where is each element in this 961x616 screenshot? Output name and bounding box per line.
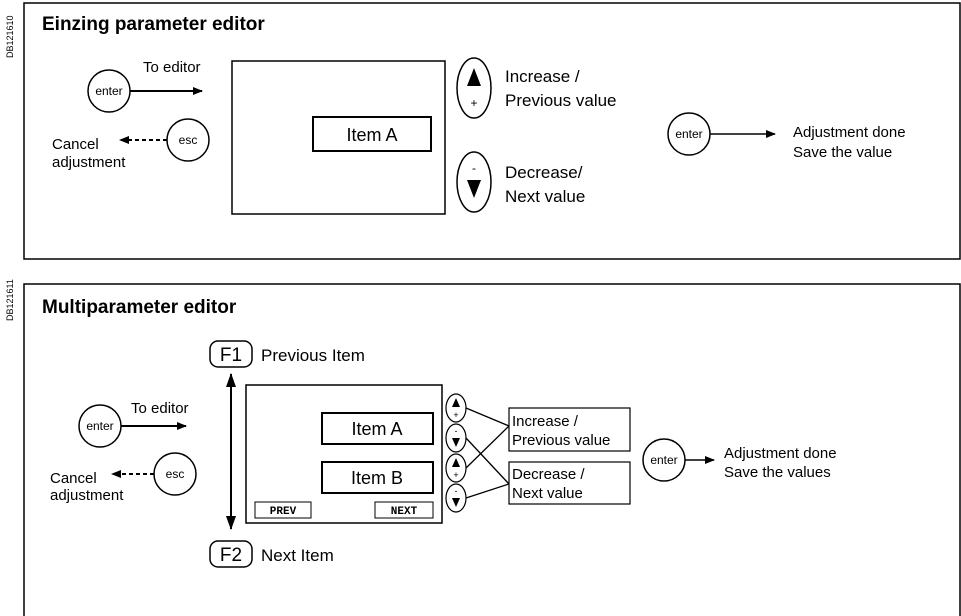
item-a-increase-button[interactable]: + bbox=[445, 393, 467, 423]
panel1-increase-button[interactable]: + bbox=[456, 57, 492, 119]
panel1-item-a-label: Item A bbox=[346, 125, 397, 145]
panel1-plus-sign: + bbox=[470, 96, 477, 110]
item-b-increase-button[interactable]: + bbox=[445, 453, 467, 483]
f2-key[interactable] bbox=[209, 540, 253, 568]
panel2-code: DB121611 bbox=[5, 279, 15, 321]
panel1-decrease-line1: Decrease/ bbox=[505, 163, 583, 182]
down-arrow-icon bbox=[452, 498, 460, 507]
panel2-item-b-box[interactable] bbox=[321, 461, 434, 494]
panel1-increase-line2: Previous value bbox=[505, 91, 617, 110]
panel2-item-a-label: Item A bbox=[351, 419, 402, 439]
panel1-enter-label: enter bbox=[95, 84, 122, 98]
f1-label: Previous Item bbox=[261, 346, 365, 365]
panel1-code: DB121610 bbox=[5, 15, 15, 58]
connector-lines bbox=[465, 407, 510, 499]
panel2-esc-label: esc bbox=[166, 467, 185, 481]
f2-key-label: F2 bbox=[220, 545, 242, 566]
up-arrow-icon bbox=[467, 68, 481, 86]
panel2-enter-label: enter bbox=[86, 419, 113, 433]
panel1-save-enter-label: enter bbox=[675, 127, 702, 141]
item-a-decrease-button[interactable]: - bbox=[445, 423, 467, 453]
increase-label-box bbox=[508, 407, 631, 452]
f2-label: Next Item bbox=[261, 546, 334, 565]
up-arrow-icon bbox=[452, 398, 460, 407]
panel1-title: Einzing parameter editor bbox=[42, 14, 265, 35]
down-arrow-icon bbox=[452, 438, 460, 447]
item-b-decrease-button[interactable]: - bbox=[445, 483, 467, 513]
item-a-minus-sign: - bbox=[455, 426, 458, 436]
panel2-item-b-label: Item B bbox=[351, 468, 403, 488]
panel1-to-editor-label: To editor bbox=[143, 59, 201, 76]
prev-softkey-label: PREV bbox=[270, 506, 297, 518]
panel2-decrease-line2: Next value bbox=[512, 485, 583, 502]
down-arrow-icon bbox=[467, 180, 481, 198]
panel2-increase-line1: Increase / bbox=[512, 413, 579, 430]
panel2-done-line2: Save the values bbox=[724, 464, 831, 481]
panel1-done-line1: Adjustment done bbox=[793, 124, 906, 141]
panel2-decrease-line1: Decrease / bbox=[512, 466, 585, 483]
panel1-cancel-line1: Cancel bbox=[52, 136, 99, 153]
panel2-save-enter-label: enter bbox=[650, 453, 677, 467]
panel1-item-a-box[interactable] bbox=[312, 116, 432, 152]
panel1-done-line2: Save the value bbox=[793, 144, 892, 161]
prev-softkey[interactable] bbox=[254, 501, 312, 519]
item-b-minus-sign: - bbox=[455, 486, 458, 496]
panel2-title: Multiparameter editor bbox=[42, 297, 237, 318]
panel2-screen bbox=[245, 384, 443, 524]
panel2-cancel-line1: Cancel bbox=[50, 470, 97, 487]
item-a-plus-sign: + bbox=[453, 410, 458, 420]
panel1-minus-sign: - bbox=[472, 161, 476, 175]
panel1-increase-line1: Increase / bbox=[505, 67, 580, 86]
next-softkey-label: NEXT bbox=[391, 506, 418, 518]
up-arrow-icon bbox=[452, 458, 460, 467]
panel-multiparameter-editor: DB121611 Multiparameter editor F1 Previo… bbox=[5, 279, 961, 616]
panel1-frame bbox=[23, 2, 961, 260]
panel1-decrease-line2: Next value bbox=[505, 187, 585, 206]
panel2-frame bbox=[23, 283, 961, 616]
panel-einzing-editor: DB121610 Einzing parameter editor enter … bbox=[5, 2, 961, 260]
decrease-label-box bbox=[508, 461, 631, 505]
item-b-plus-sign: + bbox=[453, 470, 458, 480]
panel2-to-editor-label: To editor bbox=[131, 400, 189, 417]
panel2-increase-line2: Previous value bbox=[512, 432, 610, 449]
panel1-esc-label: esc bbox=[179, 133, 198, 147]
f1-key-label: F1 bbox=[220, 345, 242, 366]
panel1-decrease-button[interactable]: - bbox=[456, 151, 492, 213]
next-softkey[interactable] bbox=[374, 501, 434, 519]
panel2-done-line1: Adjustment done bbox=[724, 445, 837, 462]
panel1-cancel-line2: adjustment bbox=[52, 154, 126, 171]
f1-key[interactable] bbox=[209, 340, 253, 368]
panel2-item-a-box[interactable] bbox=[321, 412, 434, 445]
panel2-cancel-line2: adjustment bbox=[50, 487, 124, 504]
